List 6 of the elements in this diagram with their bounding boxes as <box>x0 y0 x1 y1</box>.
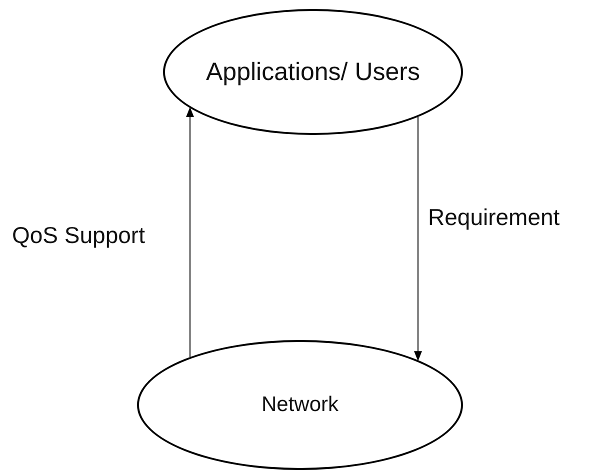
edge-label: Requirement <box>428 204 560 231</box>
arrow <box>414 116 422 362</box>
edge-label: QoS Support <box>12 222 145 249</box>
node-label: Applications/ Users <box>206 58 420 86</box>
node-label: Network <box>261 393 339 417</box>
arrow <box>186 107 194 358</box>
